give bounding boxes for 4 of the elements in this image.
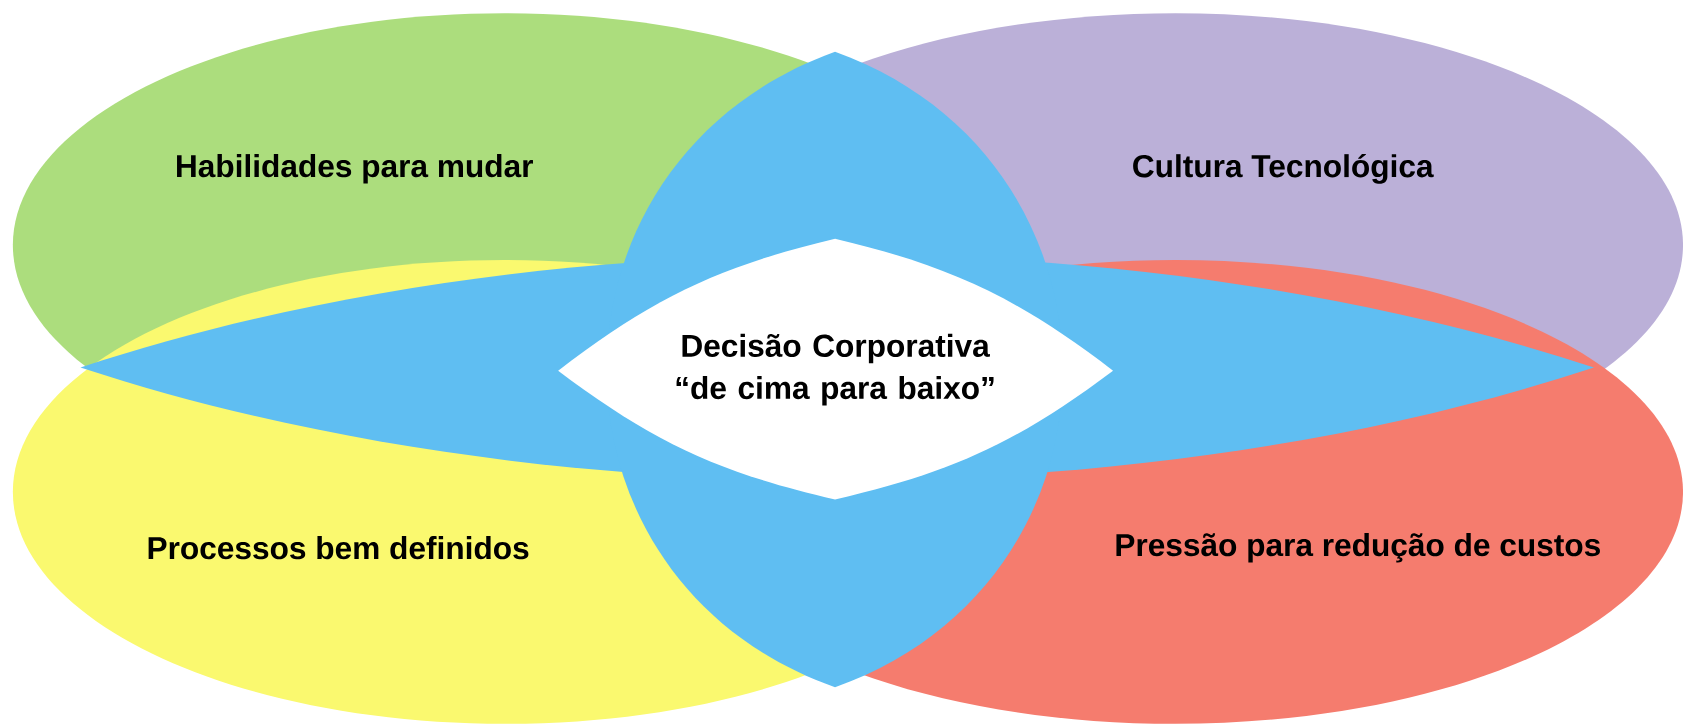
segment-label: Processos bem definidos [148,536,529,560]
segment-label: Pressão para redução de custos [1116,533,1600,563]
segment-label: Cultura Tecnológica [1133,153,1434,184]
segment-label: Habilidades para mudar [177,154,533,184]
